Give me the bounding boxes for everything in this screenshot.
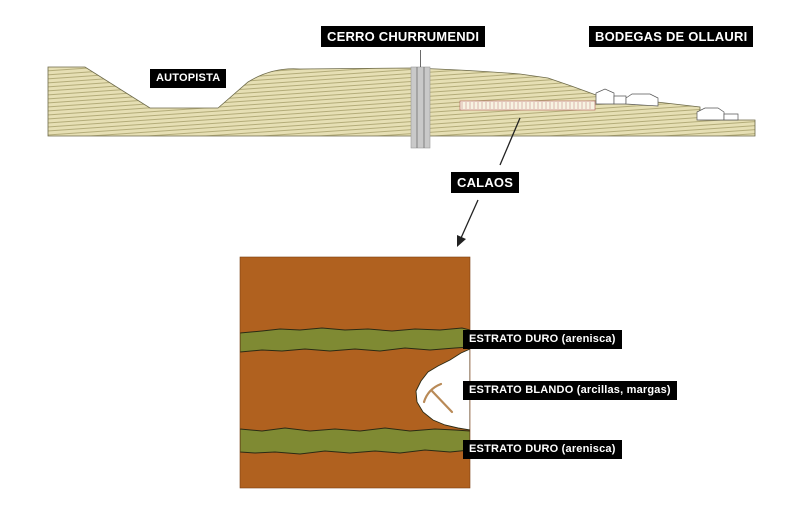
terrain-cross-section <box>47 50 756 149</box>
village-buildings <box>595 88 739 121</box>
label-bodegas-de-ollauri: BODEGAS DE OLLAURI <box>589 26 754 47</box>
hill-profile <box>47 66 756 137</box>
label-calaos: CALAOS <box>451 172 520 193</box>
hard-stratum-top <box>240 327 470 353</box>
label-estrato-blando: ESTRATO BLANDO (arcillas, margas) <box>463 381 677 400</box>
cellar-tunnels <box>459 100 596 111</box>
dug-cavity <box>415 348 470 431</box>
label-autopista: AUTOPISTA <box>150 69 227 88</box>
vertical-shaft <box>410 50 431 149</box>
strata-block-frame <box>239 256 471 489</box>
label-estrato-duro-top: ESTRATO DURO (arenisca) <box>463 330 622 349</box>
pickaxe-icon <box>422 382 454 414</box>
pointer-line-calaos-up <box>499 117 521 166</box>
label-estrato-duro-bottom: ESTRATO DURO (arenisca) <box>463 440 622 459</box>
strata-block <box>240 257 470 488</box>
pointer-arrow-calaos-down <box>457 199 479 247</box>
hard-stratum-bottom <box>240 427 470 455</box>
label-cerro-churrumendi: CERRO CHURRUMENDI <box>321 26 486 47</box>
